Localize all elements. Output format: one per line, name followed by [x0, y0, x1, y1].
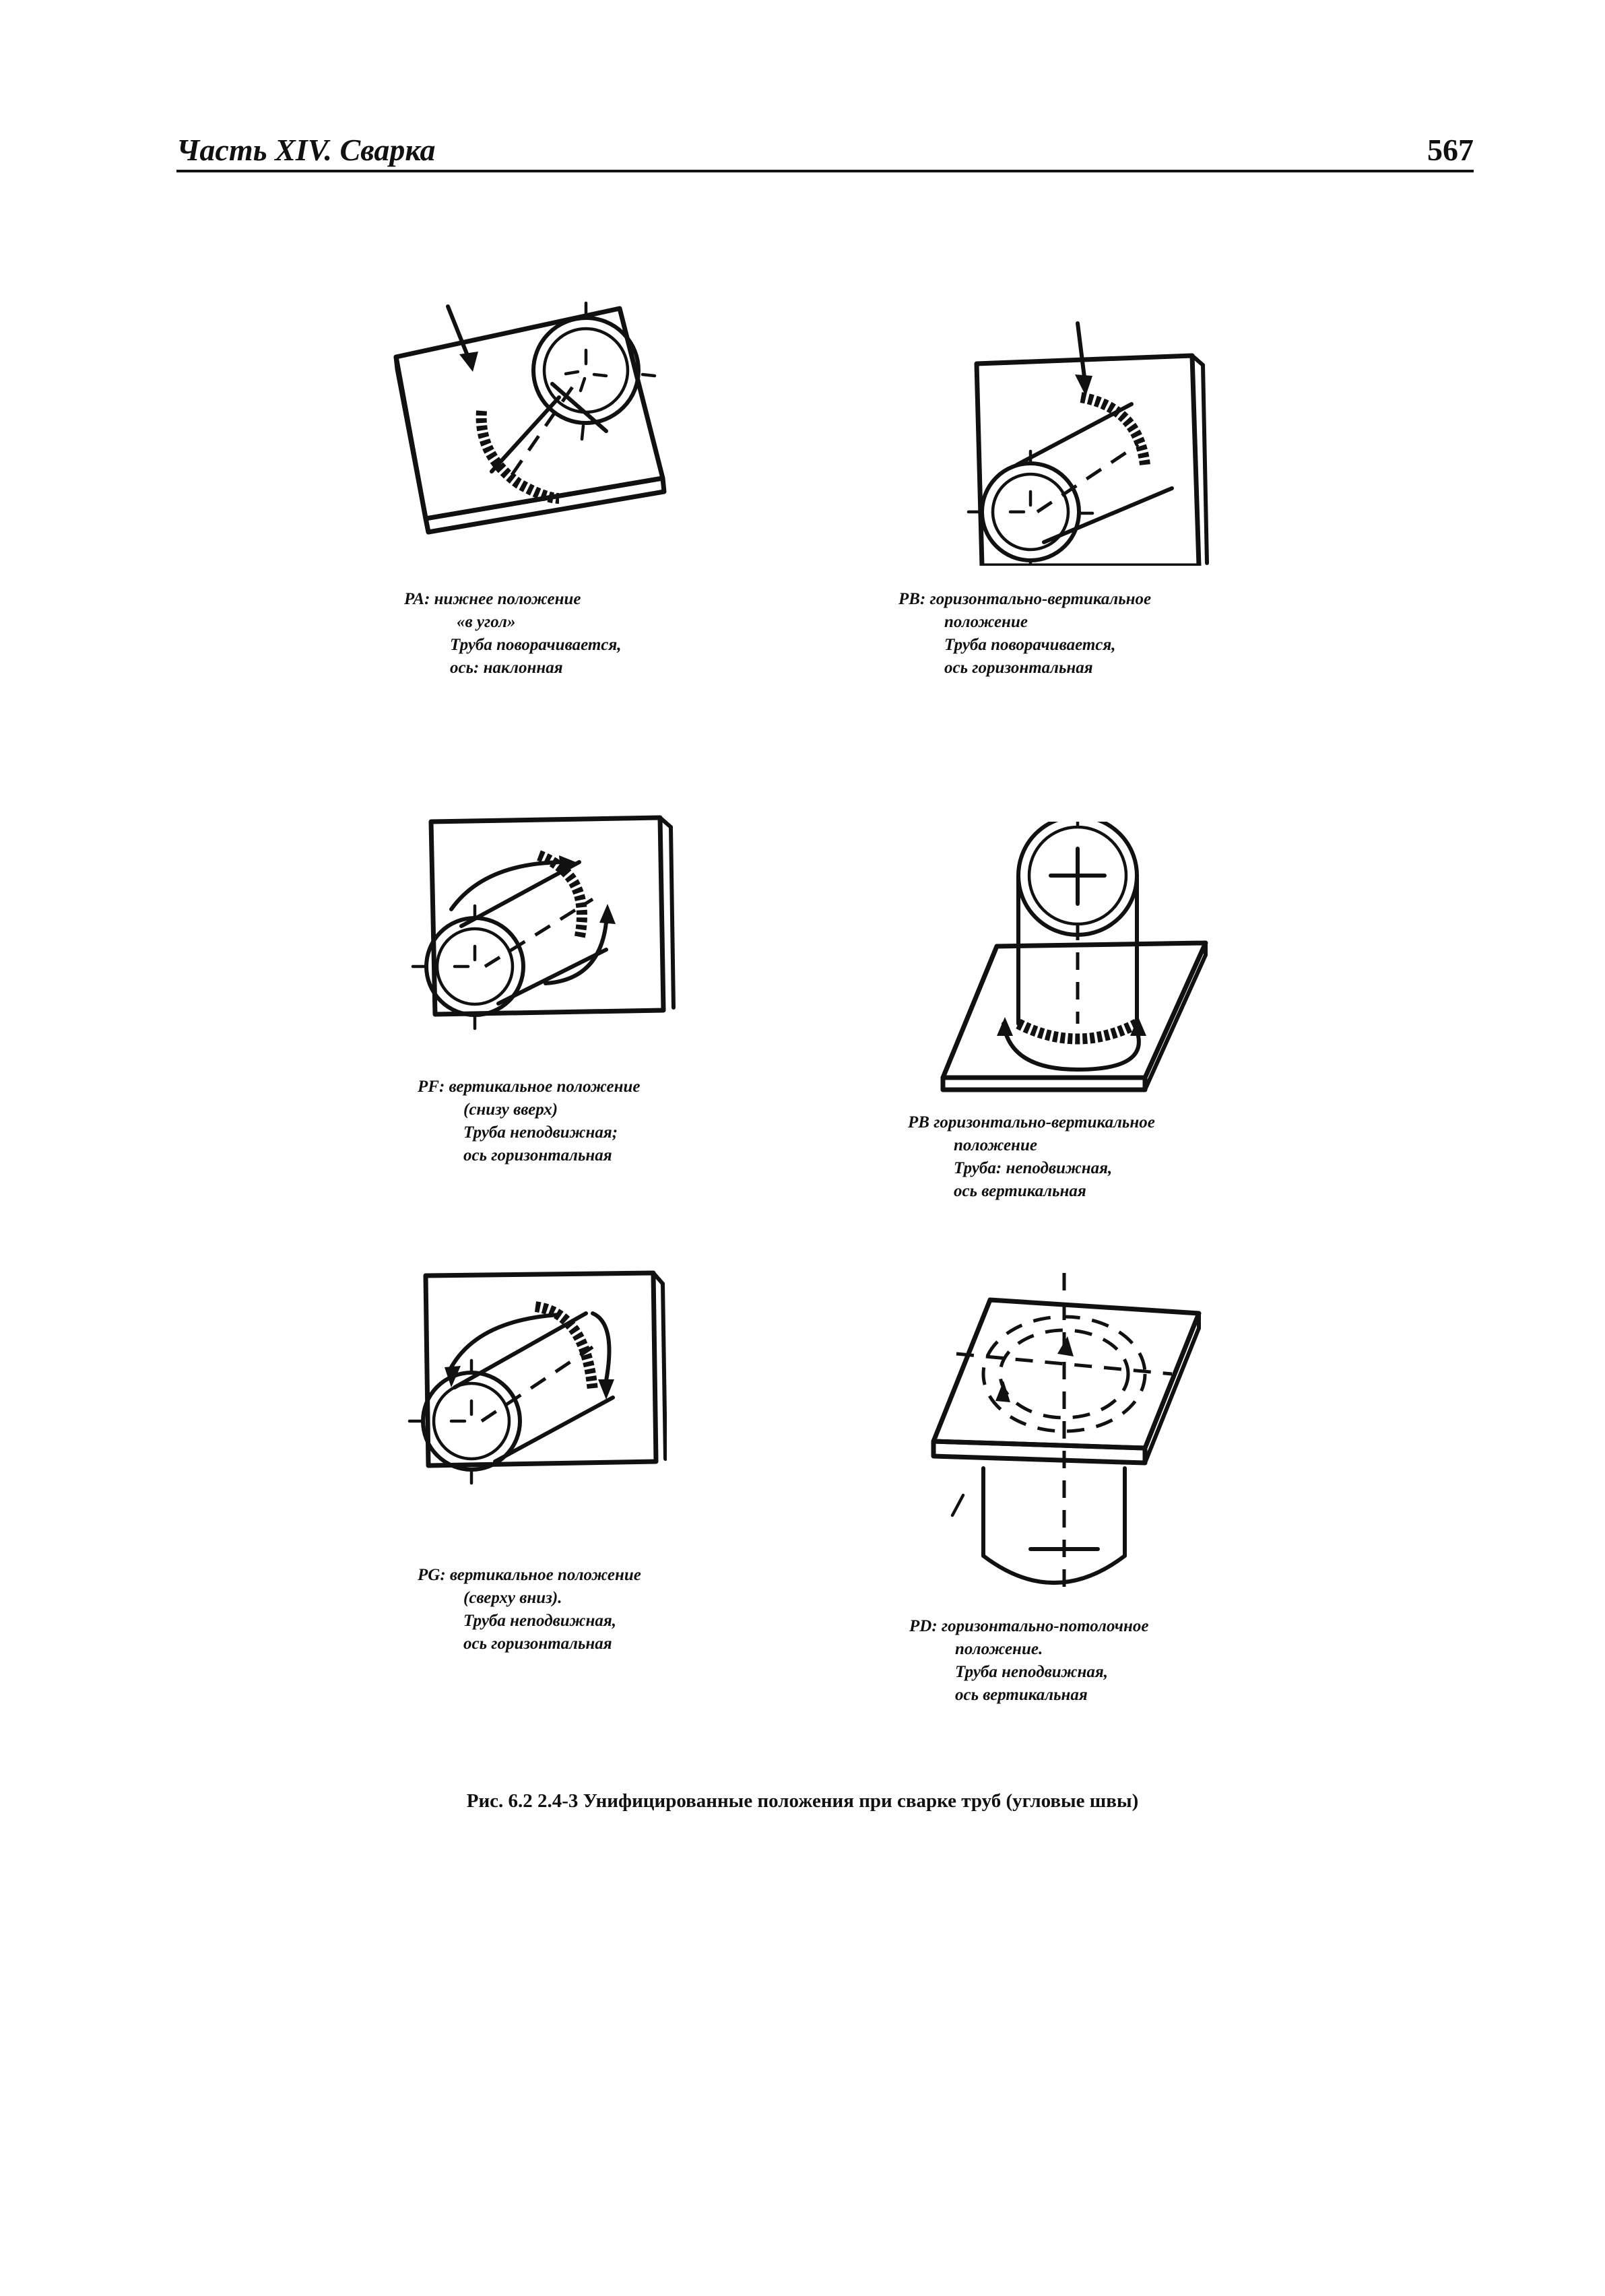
caption-line: PG: вертикальное положение	[418, 1566, 641, 1584]
header-rule	[176, 170, 1474, 172]
caption-line: PD: горизонтально-потолочное	[909, 1617, 1149, 1635]
caption-line: ось вертикальная	[955, 1686, 1088, 1704]
figure-pf-illustration	[411, 815, 676, 1030]
figure-pd-caption: PD: горизонтально-потолочное положение. …	[909, 1615, 1148, 1707]
caption-line: ось вертикальная	[954, 1182, 1086, 1200]
caption-line: ось горизонтальная	[463, 1146, 612, 1165]
figure-pa-illustration	[393, 301, 667, 535]
caption-line: ось: наклонная	[450, 659, 563, 677]
caption-line: PB: горизонтально-вертикальное	[898, 590, 1152, 608]
caption-line: PF: вертикальное положение	[418, 1078, 641, 1096]
figure-pb-horizontal-axis-illustration	[967, 321, 1209, 566]
page-header: Часть XIV. Сварка 567	[176, 132, 1474, 172]
caption-line: Труба неподвижная;	[463, 1123, 618, 1142]
figure-pb-vertical-axis-illustration	[940, 822, 1208, 1092]
figure-pg-illustration	[407, 1270, 667, 1485]
page-number: 567	[1427, 133, 1474, 167]
header-title: Часть XIV. Сварка	[176, 133, 436, 167]
figure-pd-illustration	[931, 1273, 1202, 1596]
caption-line: «в угол»	[457, 613, 516, 631]
caption-line: PB горизонтально-вертикальное	[908, 1113, 1155, 1131]
caption-line: положение.	[955, 1640, 1043, 1658]
caption-line: PA: нижнее положение	[404, 590, 581, 608]
caption-line: Труба: неподвижная,	[954, 1159, 1113, 1177]
caption-line: Труба поворачивается,	[944, 636, 1116, 654]
caption-line: (снизу вверх)	[463, 1101, 558, 1119]
caption-line: положение	[954, 1136, 1037, 1154]
caption-line: положение	[944, 613, 1028, 631]
caption-line: Труба неподвижная,	[463, 1612, 616, 1630]
figure-title: Рис. 6.2 2.4-3 Унифицированные положения…	[466, 1790, 1139, 1812]
figure-pb-horizontal-axis-caption: PB: горизонтально-вертикальное положение…	[898, 588, 1151, 680]
caption-line: Труба поворачивается,	[450, 636, 622, 654]
caption-line: Труба неподвижная,	[955, 1663, 1108, 1681]
caption-line: ось горизонтальная	[463, 1635, 612, 1653]
figure-pf-caption: PF: вертикальное положение (снизу вверх)…	[418, 1076, 640, 1167]
figure-pa-caption: PA: нижнее положение «в угол» Труба пово…	[404, 588, 622, 680]
caption-line: ось горизонтальная	[944, 659, 1093, 677]
figure-pb-vertical-axis-caption: PB горизонтально-вертикальное положение …	[908, 1111, 1155, 1203]
caption-line: (сверху вниз).	[463, 1589, 562, 1607]
figure-pg-caption: PG: вертикальное положение (сверху вниз)…	[418, 1564, 641, 1655]
